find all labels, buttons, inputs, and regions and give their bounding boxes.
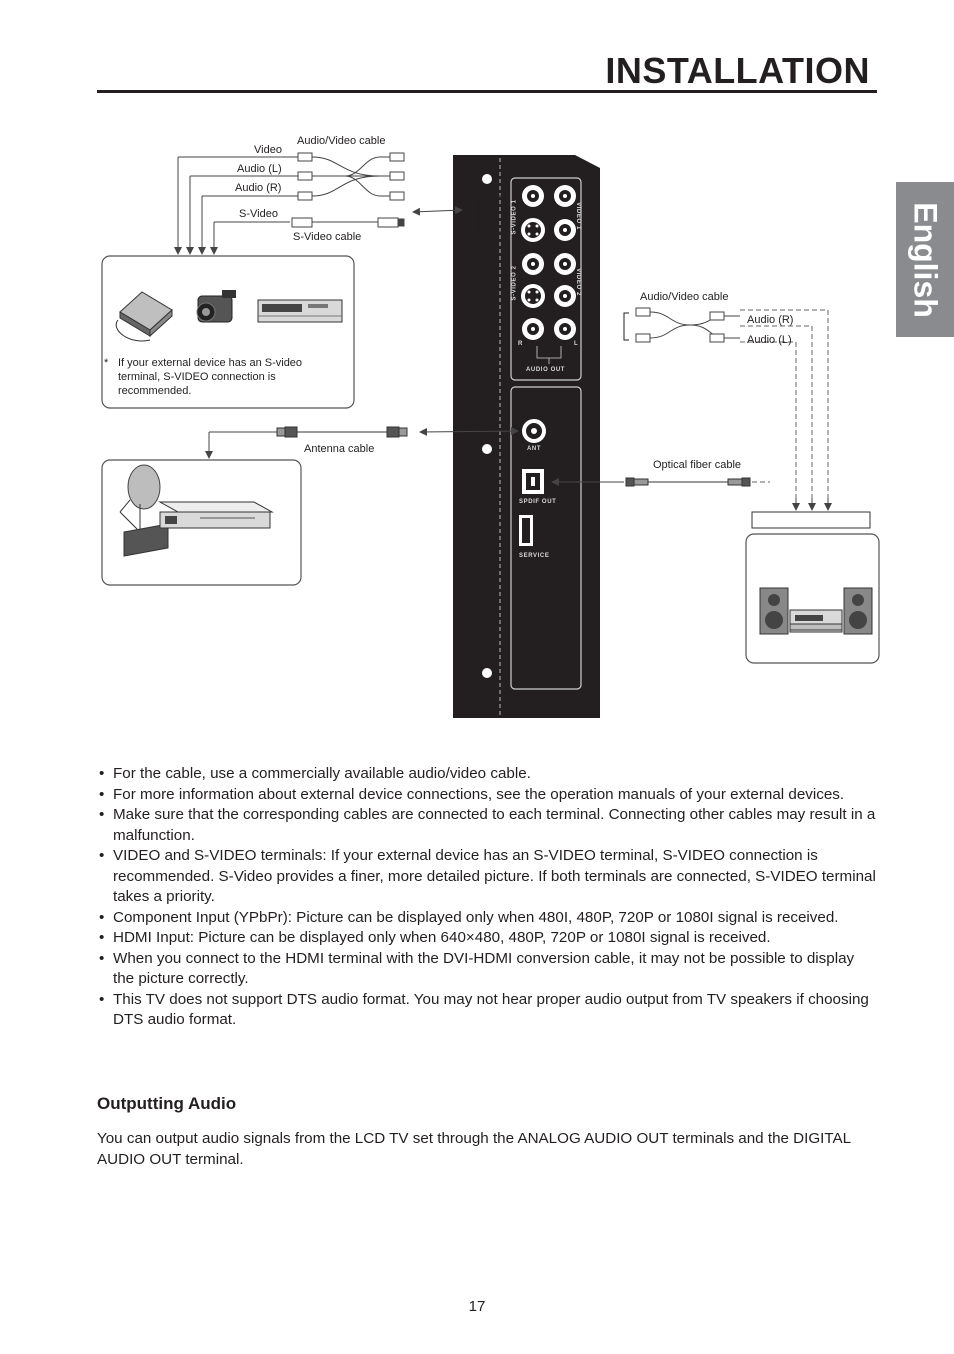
panel-label-ant: ANT <box>527 446 542 452</box>
panel-label-r: R <box>518 341 523 347</box>
s-video-label: S-Video <box>239 208 278 220</box>
audio-l-right-label: Audio (L) <box>747 334 792 346</box>
set-top-box-icon <box>158 501 274 529</box>
note-marker: * <box>104 357 109 369</box>
av-cable-right <box>635 307 740 343</box>
antenna-jack <box>522 419 546 443</box>
s-video-cable-label: S-Video cable <box>293 231 362 243</box>
language-tab: English <box>896 182 954 337</box>
audio-r-right-label: Audio (R) <box>747 314 794 326</box>
optical-cable <box>625 477 751 487</box>
panel-label-video-1: VIDEO 1 <box>574 202 581 230</box>
note-text: If your external device has an S-video t… <box>118 357 303 397</box>
note-item: When you connect to the HDMI terminal wi… <box>97 949 877 990</box>
section-body: You can output audio signals from the LC… <box>97 1130 851 1168</box>
optical-jack <box>522 469 544 494</box>
video-label: Video <box>254 144 282 156</box>
panel-label-service: SERVICE <box>519 553 550 559</box>
panel-label-audio-out: AUDIO OUT <box>526 367 566 373</box>
av-cable-upper <box>174 152 405 255</box>
section-heading: Outputting Audio <box>97 1094 237 1113</box>
note-item: Component Input (YPbPr): Picture can be … <box>97 908 877 929</box>
note-item: For the cable, use a commercially availa… <box>97 764 877 785</box>
page-number: 17 <box>468 1298 486 1315</box>
audio-device-box <box>745 533 880 664</box>
note-item: For more information about external devi… <box>97 785 877 806</box>
service-port <box>519 515 533 546</box>
antenna-device-box <box>101 459 302 586</box>
satellite-dish-icon <box>119 464 169 557</box>
note-item: VIDEO and S-VIDEO terminals: If your ext… <box>97 846 877 908</box>
camcorder-icon <box>196 290 236 323</box>
panel-label-s-video-1: S-VIDEO 1 <box>511 199 518 235</box>
audio-l-label: Audio (L) <box>237 163 282 175</box>
antenna-cable-label: Antenna cable <box>304 443 375 455</box>
note-item: HDMI Input: Picture can be displayed onl… <box>97 928 877 949</box>
title-rule <box>97 90 877 93</box>
panel-label-spdif-out: SPDIF OUT <box>519 499 557 505</box>
s-video-jack <box>521 218 545 242</box>
s-video-jack <box>521 284 545 308</box>
note-item: Make sure that the corresponding cables … <box>97 805 877 846</box>
av-cable-label: Audio/Video cable <box>297 135 386 147</box>
dvd-player-icon <box>115 291 173 342</box>
stereo-system-icon <box>759 587 873 635</box>
panel-label-video-2: VIDEO 2 <box>574 268 581 296</box>
connection-diagram <box>101 152 880 718</box>
tv-back-panel <box>453 155 600 718</box>
note-item: This TV does not support DTS audio forma… <box>97 990 877 1031</box>
vcr-icon <box>257 299 343 323</box>
panel-label-s-video-2: S-VIDEO 2 <box>511 265 518 301</box>
av-device-box <box>101 255 355 409</box>
notes-list: For the cable, use a commercially availa… <box>97 764 877 1031</box>
panel-label-l: L <box>574 341 579 347</box>
optical-cable-label: Optical fiber cable <box>653 459 742 471</box>
av-cable-right-label: Audio/Video cable <box>640 291 729 303</box>
page-title: INSTALLATION <box>605 50 870 91</box>
rca-jack-group <box>522 185 576 340</box>
audio-r-label: Audio (R) <box>235 182 282 194</box>
antenna-cable <box>276 426 408 438</box>
audio-equipment-label-box <box>751 511 871 529</box>
